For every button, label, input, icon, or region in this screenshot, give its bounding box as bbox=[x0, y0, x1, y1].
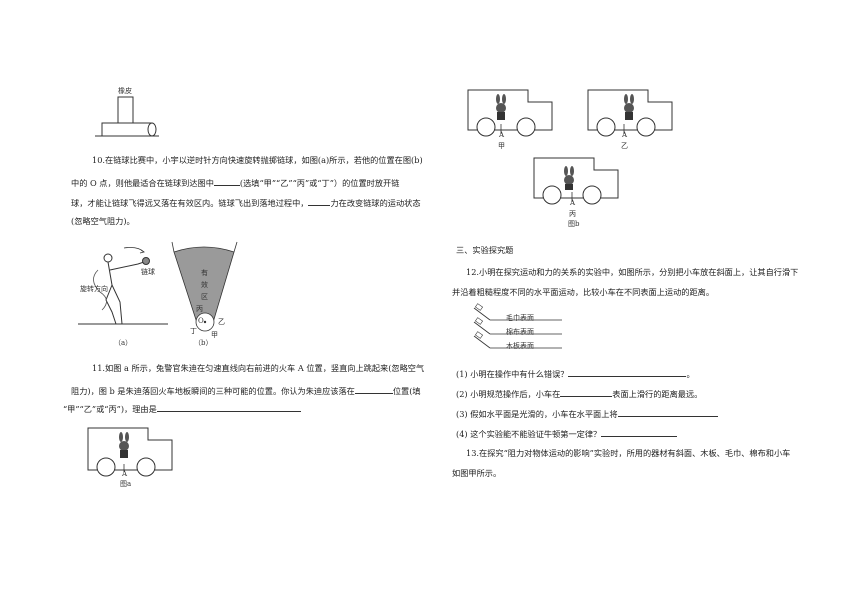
surface-towel: 毛巾表面 bbox=[506, 314, 534, 322]
direction-label: 旋转方向 bbox=[80, 285, 108, 293]
point-a-yi: A bbox=[622, 131, 628, 139]
incline-surfaces-figure: 毛巾表面 棉布表面 木板表面 bbox=[470, 300, 570, 358]
q12-sub1: (1) 小明在操作中有什么错误？。 bbox=[456, 367, 695, 379]
q12-blank-1[interactable] bbox=[568, 367, 687, 377]
label-bing: 丙 bbox=[569, 210, 576, 218]
label-yi: 乙 bbox=[621, 142, 628, 150]
q12-line1: 12.小明在探究运动和力的关系的实验中，如图所示，分别把小车放在斜面上，让其自行… bbox=[466, 267, 799, 277]
train-jia: A 甲 bbox=[466, 86, 554, 152]
q11-line3: “甲”“乙”或“丙”)，理由是 bbox=[63, 402, 301, 415]
q11-line2: 阻力)，图 b 是朱迪落回火车地板瞬间的三种可能的位置。你认为朱迪应该落在位置(… bbox=[71, 384, 421, 396]
effective-zone-figure-b: 有 效 区 丙 O 乙 丁 甲 （b） bbox=[170, 238, 240, 350]
ball-label: 链球 bbox=[141, 268, 155, 276]
q11-line1: 11.如图 a 所示，兔警官朱迪在匀速直线向右前进的火车 A 位置，竖直向上跳起… bbox=[92, 363, 425, 373]
fig-b-caption: （b） bbox=[194, 339, 213, 347]
q10-blank-1[interactable] bbox=[213, 176, 240, 186]
q12-blank-2[interactable] bbox=[560, 387, 613, 397]
train-bing: A 丙 图b bbox=[532, 154, 620, 230]
q10-line2: 中的 O 点，则他最适合在链球到达图中(选填“甲”“乙”“丙”或“丁”）的位置时… bbox=[71, 176, 400, 188]
q13-line1: 13.在探究“阻力对物体运动的影响”实验时，所用的器材有斜面、木板、毛巾、棉布和… bbox=[466, 448, 791, 458]
q12-blank-4[interactable] bbox=[601, 427, 678, 437]
q12-blank-3[interactable] bbox=[617, 407, 718, 417]
eraser-label: 橡皮 bbox=[118, 87, 132, 95]
fig-a-caption: （a） bbox=[114, 339, 133, 347]
train-yi: A 乙 bbox=[586, 86, 674, 152]
surface-cotton: 棉布表面 bbox=[506, 328, 534, 336]
q12-line2: 并沿着粗糙程度不同的水平面运动，比较小车在不同表面上运动的距离。 bbox=[452, 287, 715, 297]
point-a-bing: A bbox=[570, 199, 576, 207]
q11-blank-2[interactable] bbox=[156, 402, 301, 412]
q12-sub3: (3) 假如水平面是光滑的，小车在水平面上将 bbox=[456, 407, 718, 420]
q10-line4: (忽略空气阻力)。 bbox=[71, 216, 135, 226]
hammer-throw-figure-a: 链球 旋转方向 （a） bbox=[78, 240, 168, 350]
zone-char-1: 有 bbox=[201, 269, 208, 277]
point-yi: 乙 bbox=[218, 318, 225, 326]
point-ding: 丁 bbox=[190, 327, 197, 335]
point-o: O bbox=[198, 317, 204, 325]
q10-line3: 球，才能让链球飞得远又落在有效区内。链球飞出到落地过程中，力在改变链球的运动状态 bbox=[71, 196, 421, 208]
point-bing: 丙 bbox=[196, 305, 203, 313]
q12-sub2: (2) 小明规范操作后，小车在表面上滑行的距离最远。 bbox=[456, 387, 703, 399]
label-jia: 甲 bbox=[498, 142, 505, 150]
eraser-figure: 橡皮 bbox=[95, 86, 165, 142]
q11-blank-1[interactable] bbox=[354, 384, 393, 394]
surface-wood: 木板表面 bbox=[506, 342, 534, 350]
train-figure-a: A 图a bbox=[86, 420, 174, 488]
fig-a-caption-q11: 图a bbox=[120, 480, 132, 488]
point-jia: 甲 bbox=[211, 331, 218, 339]
q10-line1: 10.在链球比赛中，小宇以逆时针方向快速旋转抛掷链球，如图(a)所示，若他的位置… bbox=[92, 155, 423, 165]
q10-blank-2[interactable] bbox=[308, 196, 331, 206]
point-a: A bbox=[122, 470, 128, 478]
section-title: 三、实验探究题 bbox=[456, 245, 514, 255]
fig-b-caption-right: 图b bbox=[568, 220, 580, 228]
zone-char-2: 效 bbox=[201, 281, 208, 289]
zone-char-3: 区 bbox=[201, 293, 208, 301]
point-a-jia: A bbox=[499, 131, 505, 139]
q13-line2: 如图甲所示。 bbox=[452, 468, 502, 478]
q12-sub4: (4) 这个实验能不能验证牛顿第一定律？ bbox=[456, 427, 678, 440]
